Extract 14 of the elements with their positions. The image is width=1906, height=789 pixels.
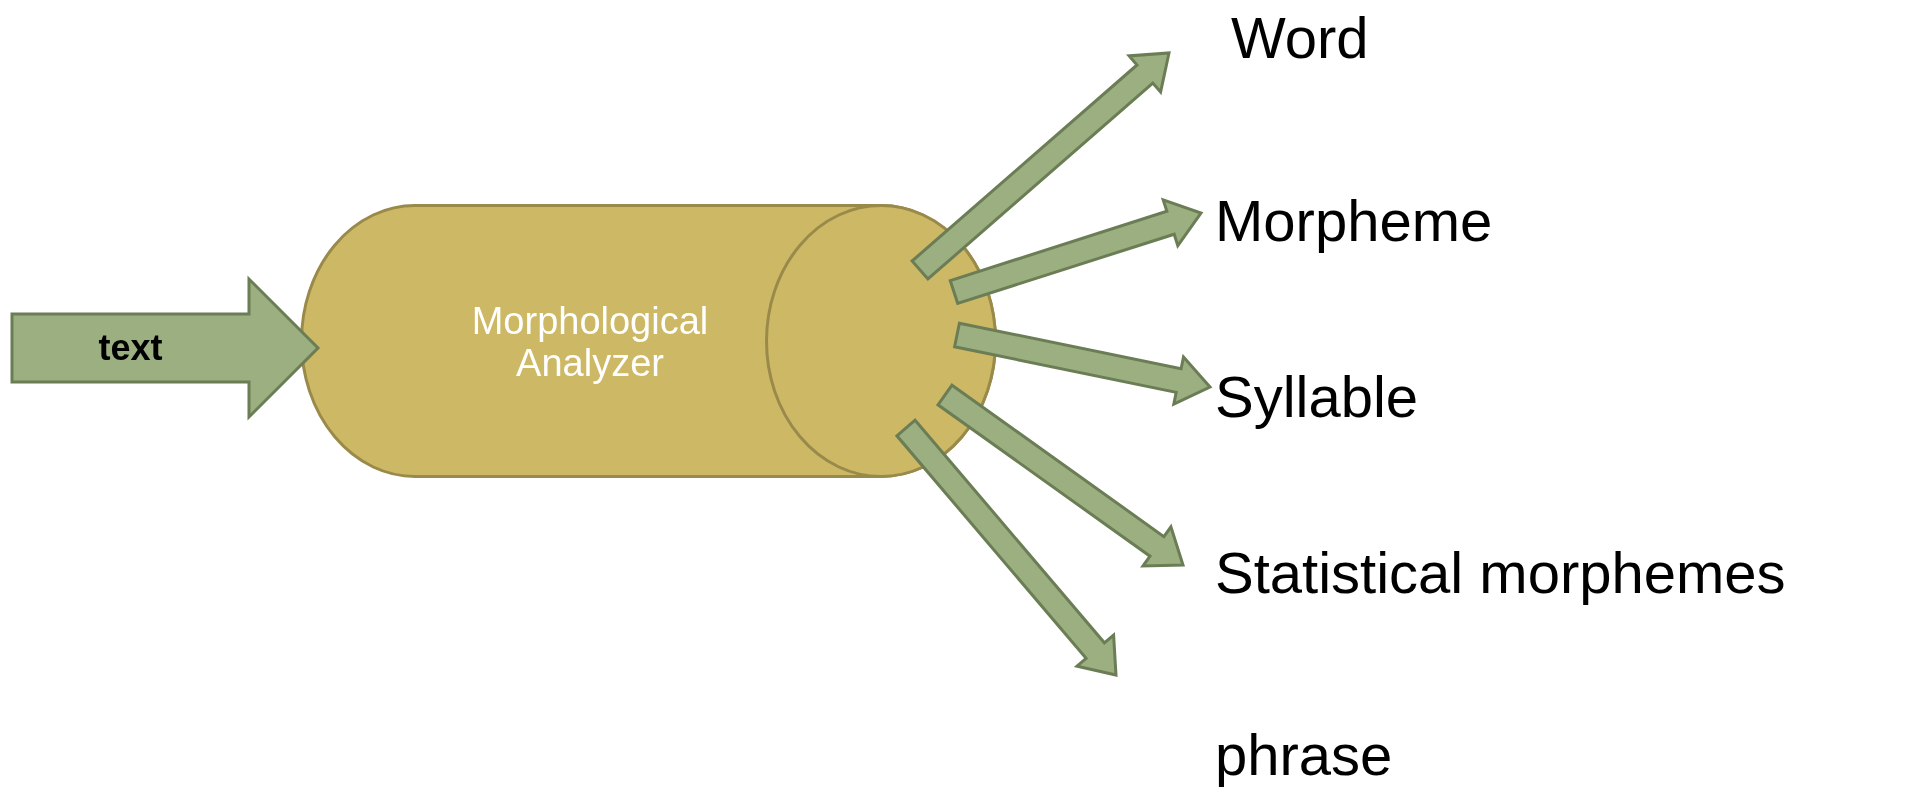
block-arrow: [935, 383, 1186, 568]
cylinder-shape: [300, 204, 997, 478]
output-label: phrase: [1215, 723, 1394, 787]
block-arrow: [948, 197, 1204, 306]
edge-label: text: [98, 330, 163, 366]
output-label: Word: [1231, 6, 1370, 70]
output-label: Morpheme: [1215, 189, 1494, 253]
output-label: Statistical morphemes: [1215, 541, 1787, 605]
output-label: Syllable: [1215, 365, 1420, 429]
block-arrow: [894, 418, 1118, 677]
block-arrow: [10, 275, 321, 421]
block-arrow: [952, 321, 1213, 407]
node-label: Morphological Analyzer: [470, 301, 710, 385]
block-arrow: [909, 51, 1171, 282]
